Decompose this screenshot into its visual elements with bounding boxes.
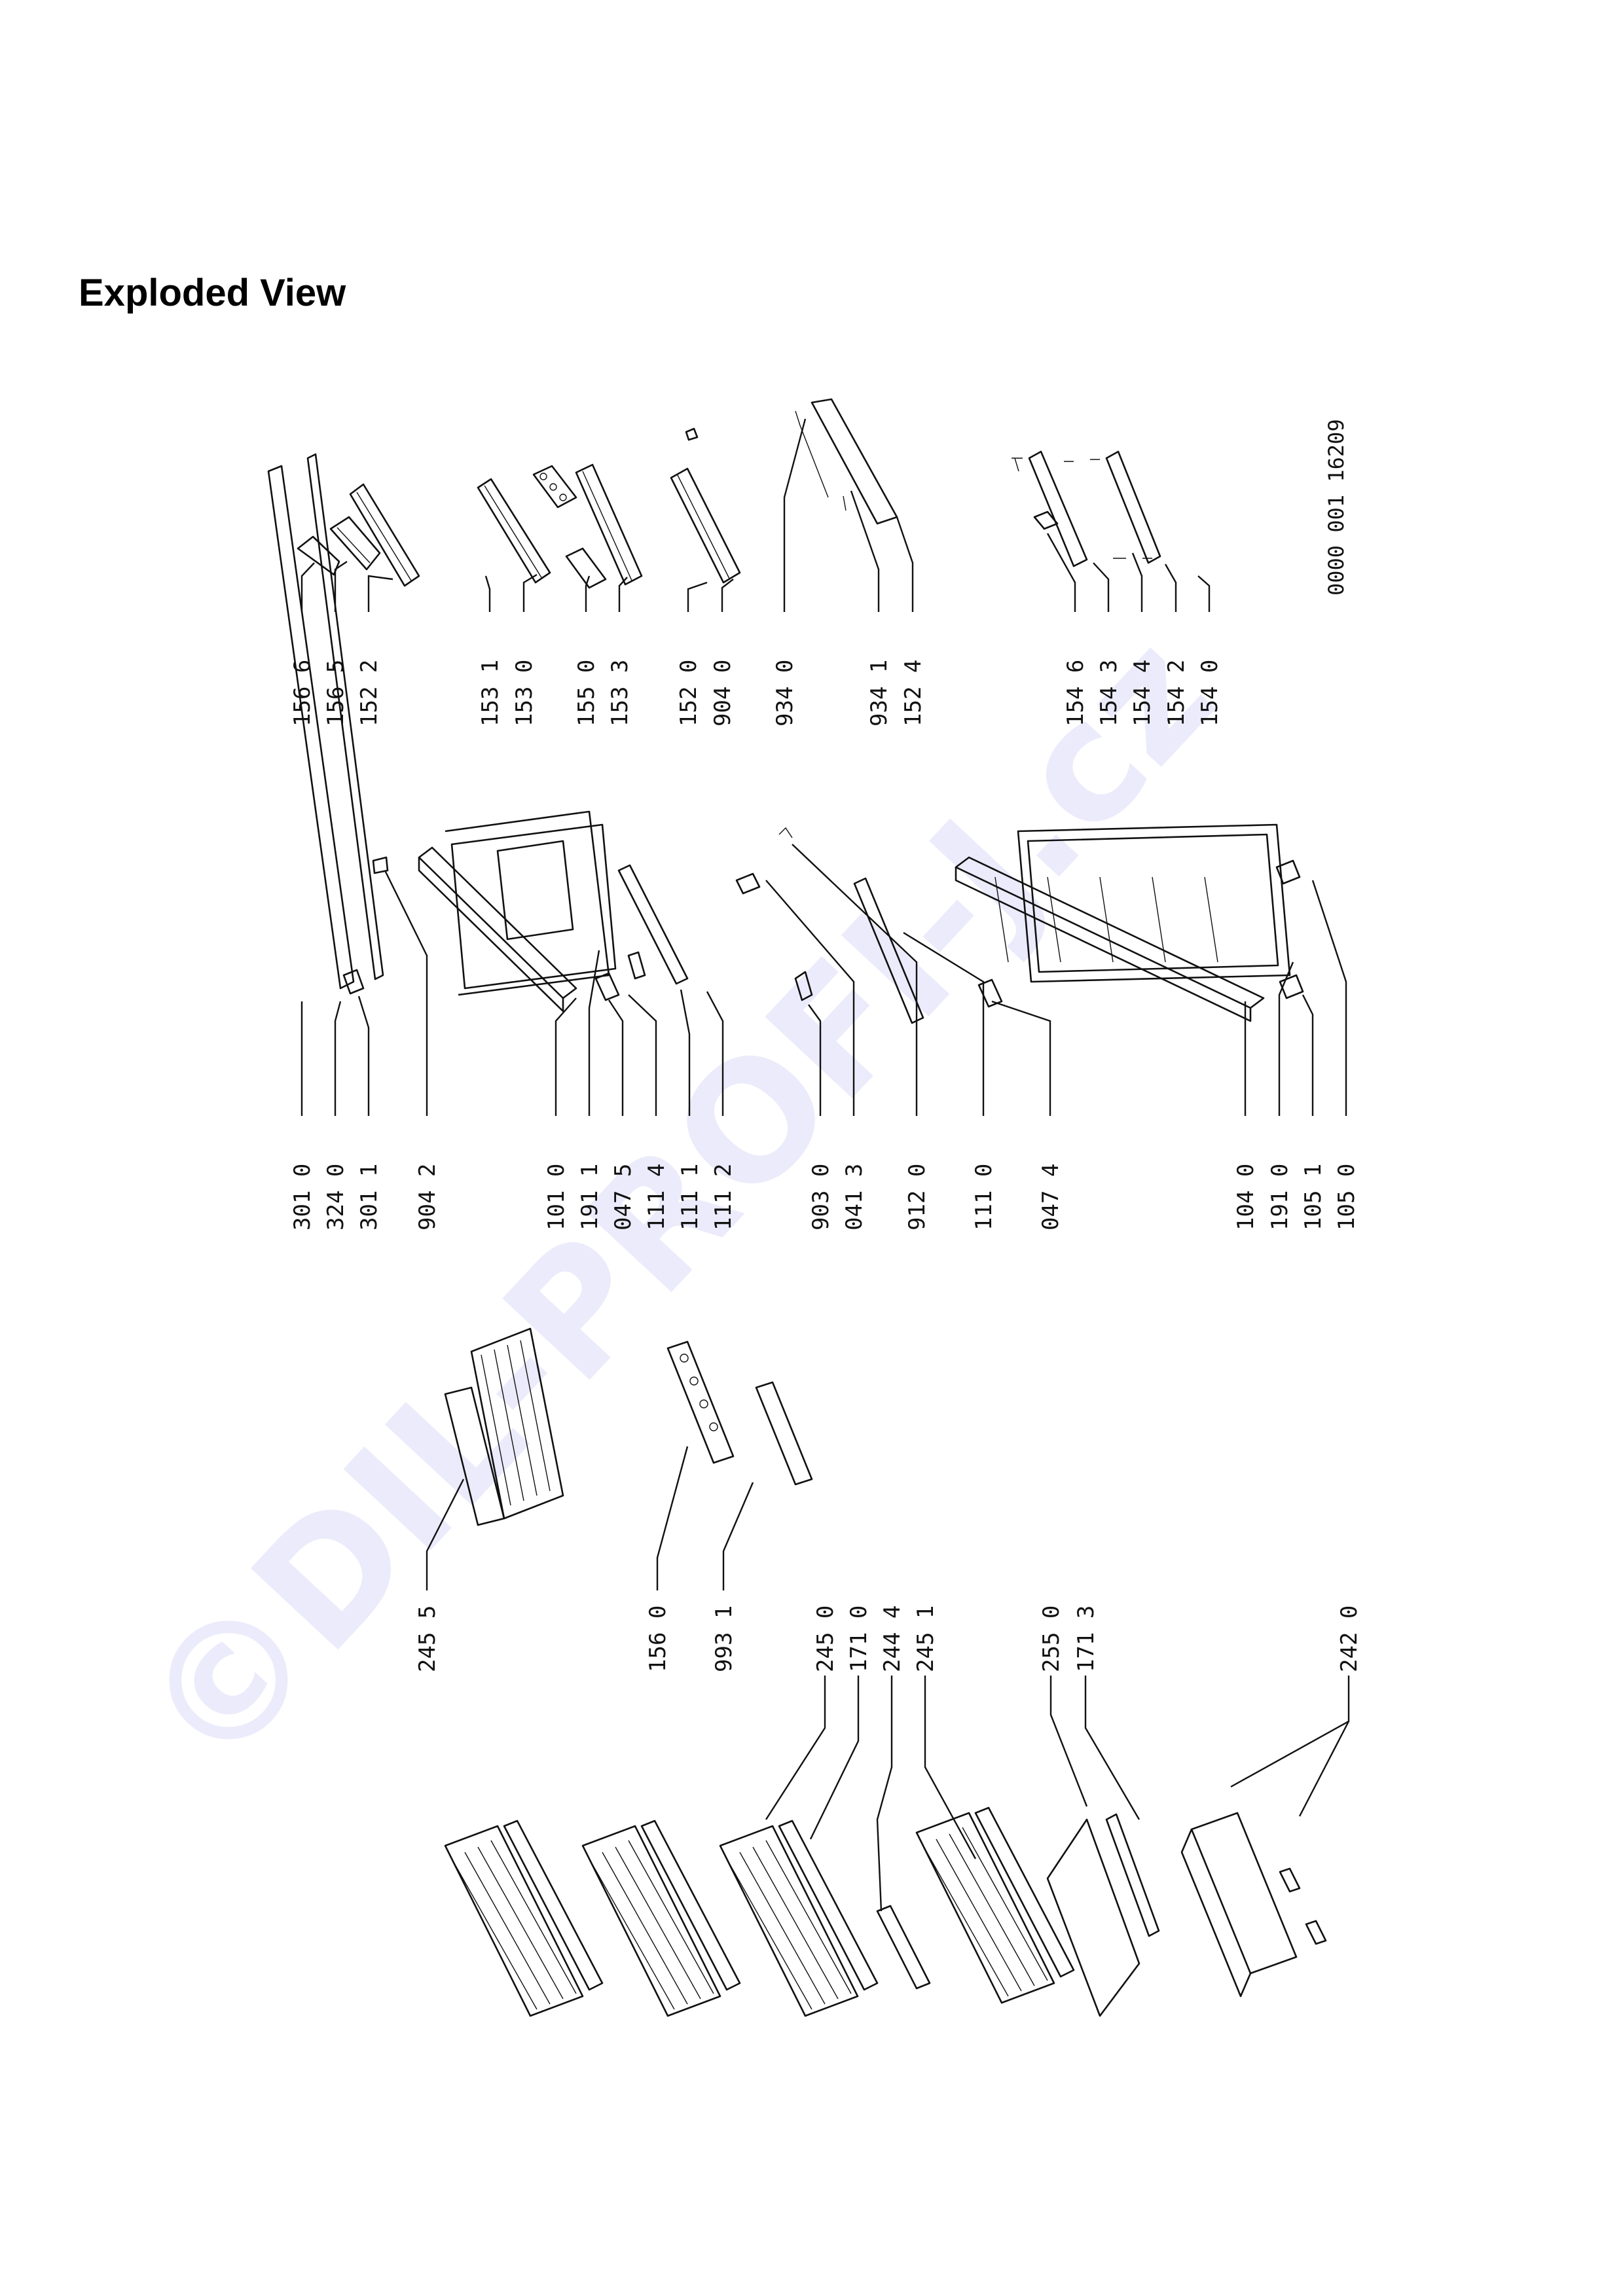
part-label-154-3: 154 3 <box>1096 660 1122 726</box>
part-label-242-0: 242 0 <box>1336 1605 1362 1672</box>
door-bin-parts <box>297 398 1161 589</box>
part-label-154-2: 154 2 <box>1163 660 1190 726</box>
part-label-105-1: 105 1 <box>1300 1164 1326 1230</box>
part-label-245-5: 245 5 <box>414 1605 441 1672</box>
part-label-912-0: 912 0 <box>904 1164 930 1230</box>
part-label-324-0: 324 0 <box>323 1164 349 1230</box>
door-frame-parts <box>267 453 1304 1024</box>
page-title: Exploded View <box>79 272 346 314</box>
part-label-191-1: 191 1 <box>577 1164 603 1230</box>
part-label-934-0: 934 0 <box>772 660 798 726</box>
document-number: 0000 001 16209 <box>1324 419 1349 596</box>
part-label-154-6: 154 6 <box>1063 660 1089 726</box>
part-label-904-0: 904 0 <box>710 660 736 726</box>
part-label-047-4: 047 4 <box>1038 1164 1064 1230</box>
part-label-153-1: 153 1 <box>477 660 503 726</box>
part-label-245-0: 245 0 <box>812 1605 839 1672</box>
part-label-153-0: 153 0 <box>511 660 538 726</box>
part-label-191-0: 191 0 <box>1267 1164 1293 1230</box>
part-label-101-0: 101 0 <box>543 1164 570 1230</box>
part-label-255-0: 255 0 <box>1038 1605 1065 1672</box>
shelf-parts <box>444 1327 1327 2017</box>
part-label-152-2: 152 2 <box>356 660 382 726</box>
part-label-155-0: 155 0 <box>574 660 600 726</box>
part-label-903-0: 903 0 <box>808 1164 834 1230</box>
part-label-301-1: 301 1 <box>356 1164 382 1230</box>
part-label-156-0: 156 0 <box>645 1605 671 1672</box>
part-label-111-2: 111 2 <box>710 1164 737 1230</box>
part-label-152-0: 152 0 <box>676 660 702 726</box>
part-label-111-4: 111 4 <box>644 1164 670 1230</box>
part-label-154-0: 154 0 <box>1197 660 1223 726</box>
part-label-244-4: 244 4 <box>879 1605 905 1672</box>
part-label-301-0: 301 0 <box>289 1164 316 1230</box>
part-label-245-1: 245 1 <box>913 1605 939 1672</box>
part-label-171-0: 171 0 <box>846 1605 872 1672</box>
part-label-104-0: 104 0 <box>1233 1164 1259 1230</box>
leader-lines <box>301 418 1350 1912</box>
part-label-153-3: 153 3 <box>607 660 633 726</box>
part-label-111-0: 111 0 <box>971 1164 997 1230</box>
part-label-993-1: 993 1 <box>711 1605 737 1672</box>
part-label-105-0: 105 0 <box>1334 1164 1360 1230</box>
part-label-041-3: 041 3 <box>841 1164 867 1230</box>
part-label-154-4: 154 4 <box>1129 660 1156 726</box>
part-label-047-5: 047 5 <box>610 1164 636 1230</box>
part-label-904-2: 904 2 <box>414 1164 441 1230</box>
part-label-111-1: 111 1 <box>677 1164 703 1230</box>
part-label-171-3: 171 3 <box>1073 1605 1099 1672</box>
part-label-934-1: 934 1 <box>866 660 892 726</box>
part-label-152-4: 152 4 <box>900 660 926 726</box>
